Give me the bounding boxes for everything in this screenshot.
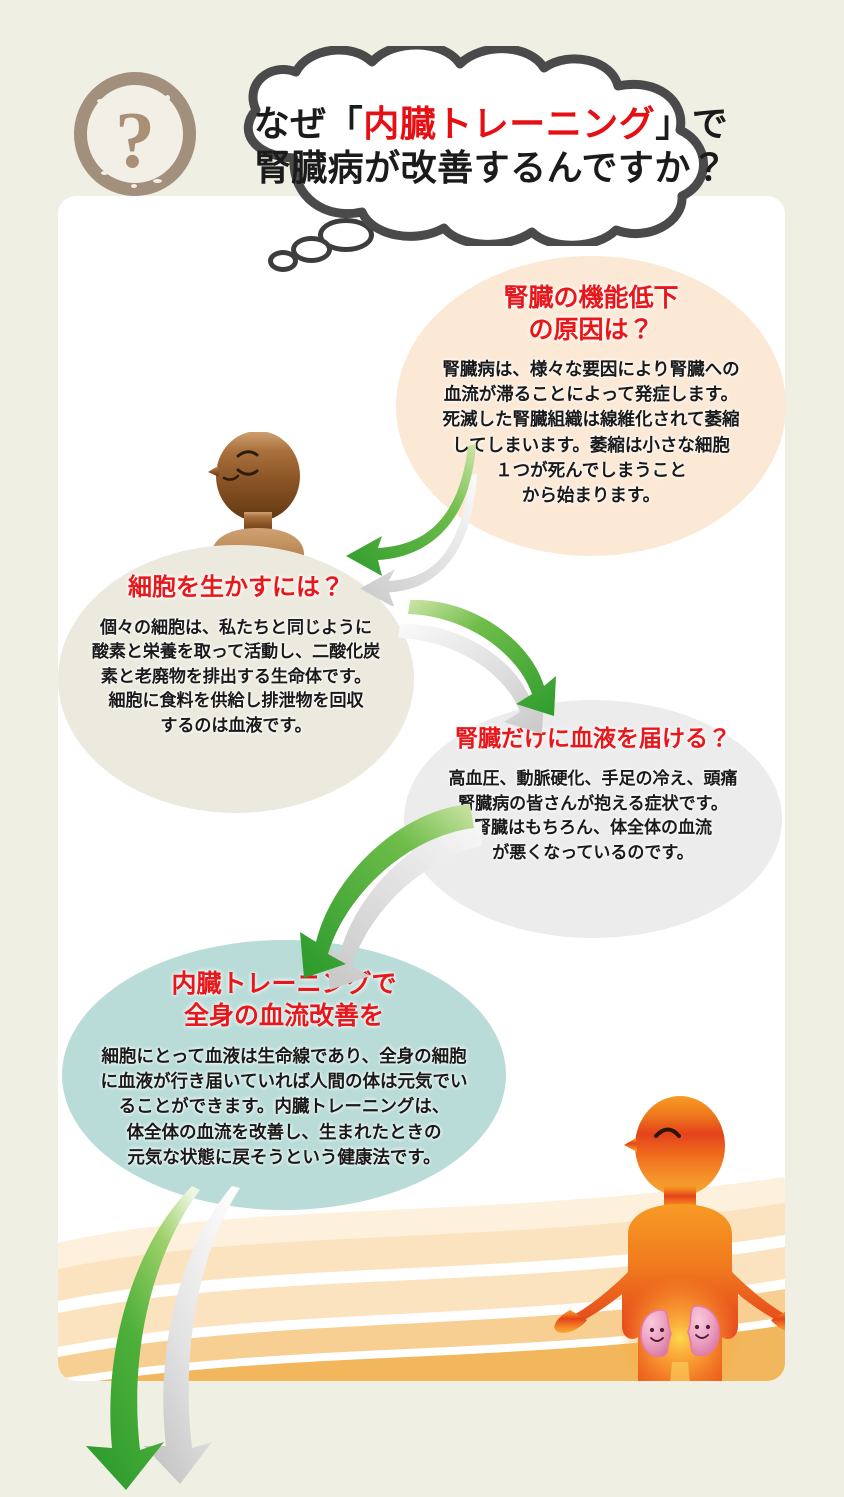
- question-mark-glyph: ?: [115, 97, 155, 185]
- bubble-cause-title: 腎臓の機能低下 の原因は？: [503, 284, 679, 344]
- thought-cloud-shape: [243, 46, 708, 246]
- question-mark-badge: ?: [74, 72, 196, 196]
- bubble-training-title: 内臓トレーニングで 全身の血流改善を: [171, 970, 397, 1030]
- bubble-cause-body: 腎臓病は、様々な要因により腎臓への 血流が滞ることによって発症します。 死滅した…: [442, 359, 740, 505]
- bubble-keep-cells-alive: 細胞を生かすには？ 個々の細胞は、私たちと同じように 酸素と栄養を取って活動し、…: [58, 545, 414, 813]
- content-card: 腎臓の機能低下 の原因は？ 腎臓病は、様々な要因により腎臓への 血流が滞ることに…: [58, 196, 785, 1381]
- bubble-cells-title: 細胞を生かすには？: [128, 574, 344, 601]
- bubble-kidney-function-cause: 腎臓の機能低下 の原因は？ 腎臓病は、様々な要因により腎臓への 血流が滞ることに…: [396, 256, 785, 556]
- bubble-blood-body: 高血圧、動脈硬化、手足の冷え、頭痛 腎臓病の皆さんが抱える症状です。 腎臓はもち…: [448, 769, 738, 862]
- bubble-cells-body: 個々の細胞は、私たちと同じように 酸素と栄養を取って活動し、二酸化炭 素と老廃物…: [91, 617, 381, 735]
- bubble-organ-training: 内臓トレーニングで 全身の血流改善を 細胞にとって血液は生命線であり、全身の細胞…: [62, 940, 506, 1210]
- kidney-happy-right: [687, 1305, 720, 1357]
- thought-cloud: なぜ「内臓トレーニング」で 腎臓病が改善するんですか？: [186, 46, 796, 246]
- bubble-training-body: 細胞にとって血液は生命線であり、全身の細胞 に血液が行き届いていれば人間の体は元…: [100, 1046, 468, 1167]
- bubble-blood-title: 腎臓だけに血液を届ける？: [455, 725, 731, 751]
- human-figure-good-circulation: [554, 1096, 785, 1381]
- kidney-happy-left: [640, 1309, 672, 1358]
- thought-bubble-small: [268, 250, 298, 272]
- bubble-deliver-blood-to-kidney: 腎臓だけに血液を届ける？ 高血圧、動脈硬化、手足の冷え、頭痛 腎臓病の皆さんが抱…: [404, 700, 782, 938]
